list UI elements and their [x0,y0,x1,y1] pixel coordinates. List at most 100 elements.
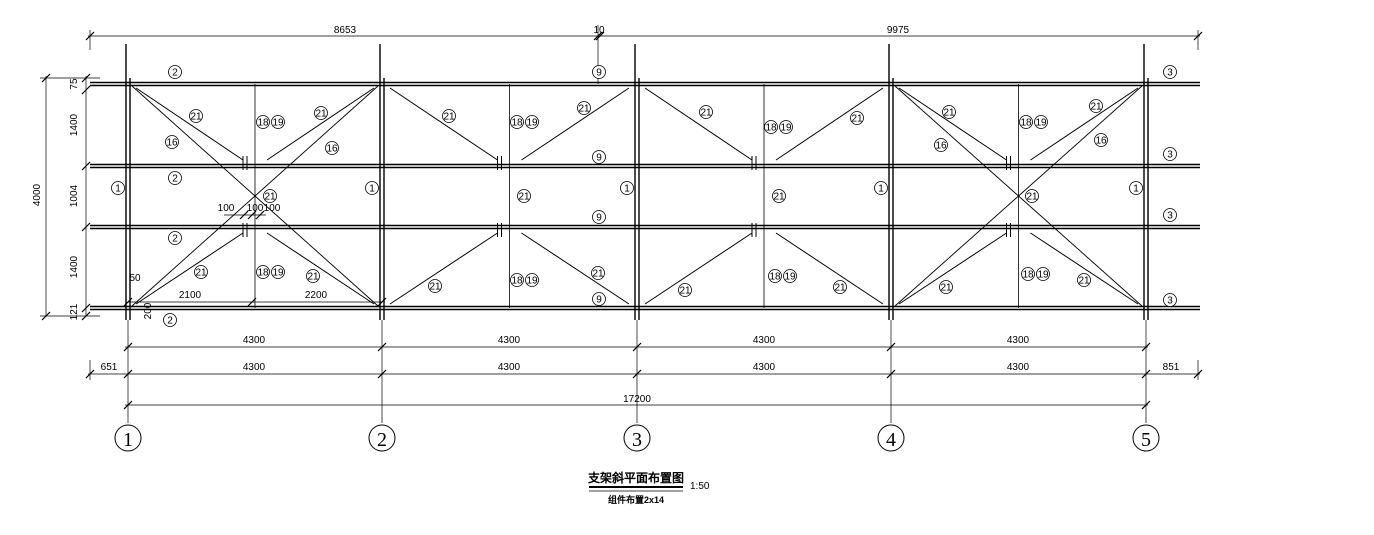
part-mark-circle [772,189,786,203]
total-dim: 17200 [623,394,651,405]
bay-dim-2-4: 4300 [1007,362,1030,373]
part-mark-circle [263,189,277,203]
part-mark-circle [592,210,606,224]
brace-top-left-1 [135,87,244,161]
part-mark-circle [442,109,456,123]
brace-bot-left-1 [135,232,244,305]
bay1-tick-3 [886,342,896,352]
mark-21-5: 21 [850,111,864,125]
part-mark-text: 21 [592,269,604,280]
mark-21-16: 21 [678,283,692,297]
left-chain-tick-0 [81,73,91,83]
part-mark-text: 21 [518,192,530,203]
mark-16-a: 16 [165,135,179,149]
brace-top-left-3 [644,87,753,161]
brace-top-left-2 [389,87,498,161]
part-mark-text: 19 [1037,270,1049,281]
mark-21-7: 21 [1089,99,1103,113]
bay2-tick-3 [632,369,642,379]
part-mark-text: 1 [115,184,121,195]
part-mark-circle [833,280,847,294]
mark-19-2: 19 [779,120,793,134]
part-mark-circle [1021,267,1035,281]
part-mark-text: 9 [596,153,602,164]
part-mark-circle [1025,189,1039,203]
axis-circle-1 [114,424,142,452]
mark-19-0: 19 [271,115,285,129]
part-mark-circle [168,231,182,245]
mark-19-4: 19 [271,265,285,279]
mark-2-top: 2 [168,65,182,79]
part-mark-circle [1163,65,1177,79]
bay1-tick-2 [632,342,642,352]
part-mark-circle [592,292,606,306]
bay-dim-2-3: 4300 [753,362,776,373]
part-mark-text: 16 [1095,136,1107,147]
mark-21-18: 21 [939,280,953,294]
end-dim-right: 851 [1163,362,1180,373]
left-dim-5: 121 [69,303,80,320]
mark-21-19: 21 [1077,273,1091,287]
part-mark-text: 18 [1022,270,1034,281]
small-dim-100a: 100 [218,203,235,214]
part-mark-circle [592,65,606,79]
part-mark-circle [168,65,182,79]
part-mark-text: 1 [624,184,630,195]
part-mark-circle [678,283,692,297]
part-mark-circle [510,273,524,287]
part-mark-circle [577,101,591,115]
left-chain-tick-4 [81,303,91,313]
bay-dim-1-1: 4300 [243,335,266,346]
left-chain-tick-1 [81,85,91,95]
part-mark-circle [1036,267,1050,281]
brace-bot-right-3 [775,232,884,305]
part-mark-circle [510,115,524,129]
bay2-tick-5 [1141,369,1151,379]
part-mark-circle [111,181,125,195]
mark-3-1: 3 [1163,147,1177,161]
mark-21-11: 21 [1025,189,1039,203]
mark-21-2: 21 [442,109,456,123]
part-mark-circle [306,269,320,283]
bay-dim-2-1: 4300 [243,362,266,373]
mark-19-6: 19 [783,269,797,283]
part-mark-text: 19 [272,268,284,279]
axis-circle-3 [623,424,651,452]
mark-21-4: 21 [699,105,713,119]
mark-19-3: 19 [1034,115,1048,129]
bay-dim-1-3: 4300 [753,335,776,346]
part-mark-text: 21 [190,112,202,123]
part-mark-circle [1034,115,1048,129]
mark-1-3: 1 [874,181,888,195]
bay2-tick-2 [377,369,387,379]
mark-18-5: 18 [510,273,524,287]
part-mark-text: 21 [429,282,441,293]
small-tick-0 [239,210,249,220]
part-mark-circle [189,109,203,123]
part-mark-text: 21 [307,272,319,283]
axis-label-1: 1 [123,429,133,451]
part-mark-circle [591,266,605,280]
part-mark-text: 18 [1020,118,1032,129]
part-mark-circle [874,181,888,195]
part-mark-circle [850,111,864,125]
part-mark-text: 9 [596,213,602,224]
part-mark-text: 16 [166,138,178,149]
mark-1-0: 1 [111,181,125,195]
part-mark-circle [1089,99,1103,113]
small-dim-50: 50 [129,273,141,284]
small-dim-2200: 2200 [305,290,328,301]
top-dim-tick-1 [593,31,603,41]
mark-21-13: 21 [306,269,320,283]
part-mark-circle [194,265,208,279]
part-mark-circle [1163,293,1177,307]
part-mark-circle [934,138,948,152]
mark-18-0: 18 [256,115,270,129]
small-tick-1 [247,210,257,220]
left-dim-3: 1004 [69,184,80,207]
mark-19-1: 19 [525,115,539,129]
part-mark-text: 1 [878,184,884,195]
mark-19-5: 19 [525,273,539,287]
top-dim-tick-2 [595,31,605,41]
